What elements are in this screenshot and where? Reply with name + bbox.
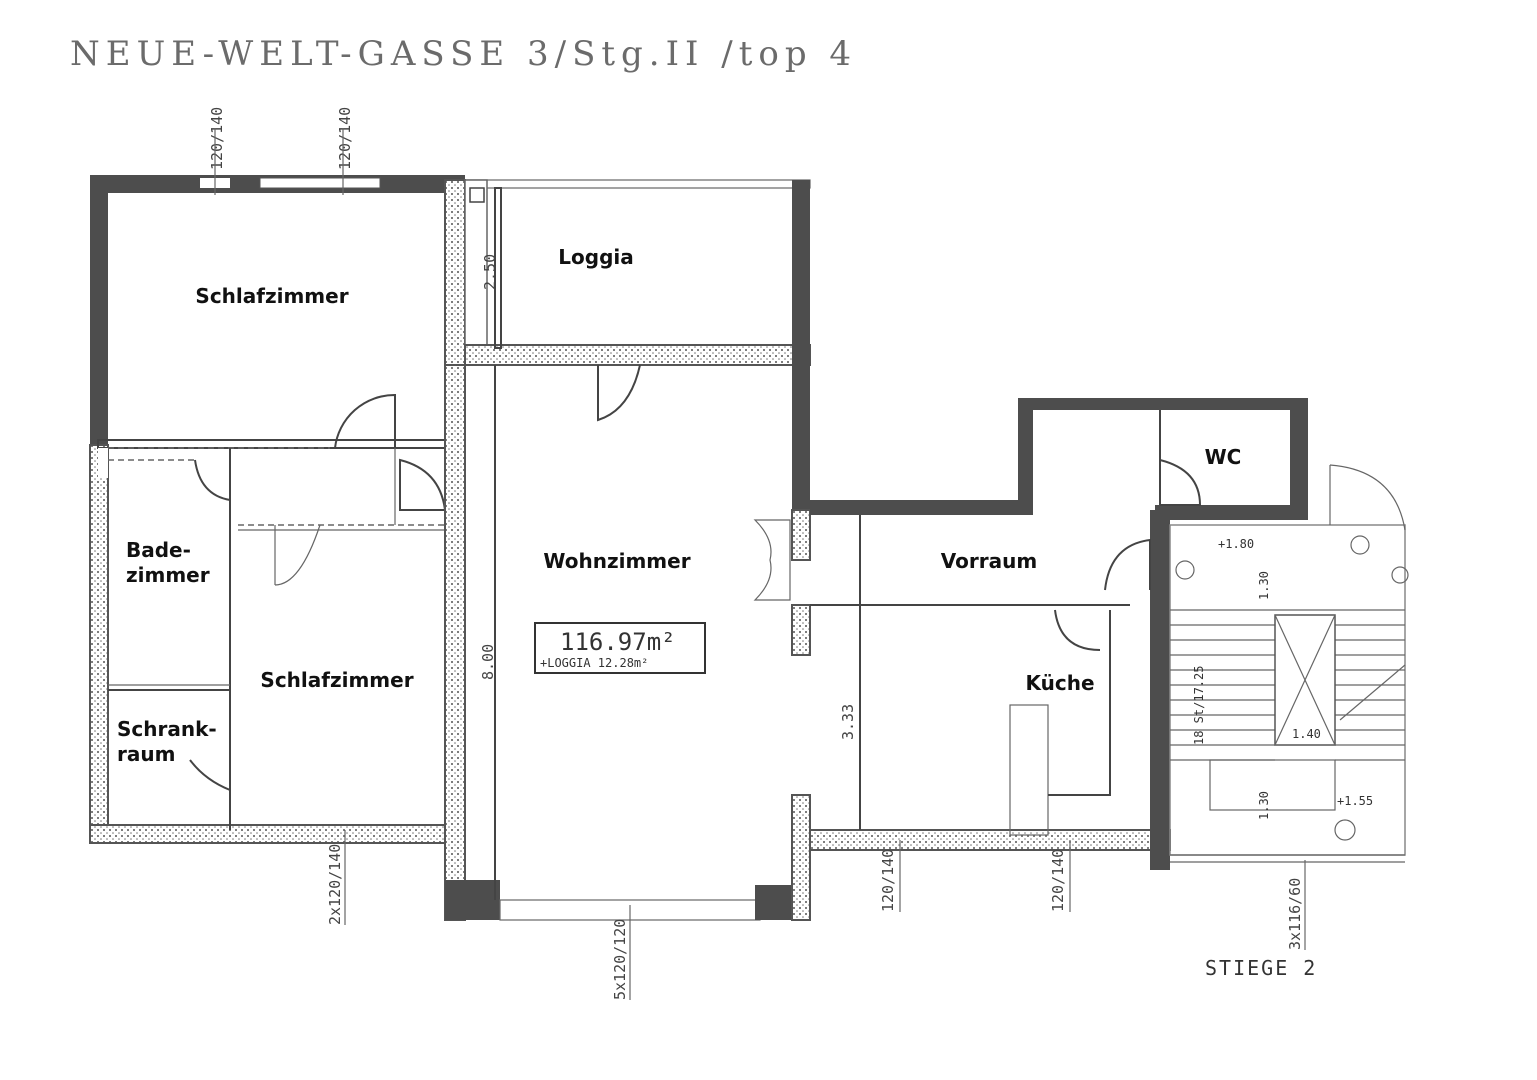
dim-wohn-depth: 8.00	[479, 644, 497, 680]
living-walls	[444, 364, 811, 921]
dim-top-window-1: 120/140	[208, 107, 226, 170]
dim-kueche-width: 3.33	[839, 704, 857, 740]
stair-hall	[1169, 464, 1409, 863]
area-box: 116.97m² +LOGGIA 12.28m²	[534, 622, 706, 674]
room-vorraum: Vorraum	[941, 549, 1037, 573]
right-block-walls	[809, 398, 1308, 870]
stair-130-bottom: 1.30	[1257, 791, 1271, 820]
room-schlafzimmer-1: Schlafzimmer	[195, 284, 348, 308]
stair-140: 1.40	[1292, 727, 1321, 741]
left-doors	[189, 393, 447, 792]
loggia-door	[597, 364, 641, 422]
stair-label: STIEGE 2	[1205, 956, 1317, 980]
stair-level-top: +1.80	[1218, 537, 1254, 551]
room-loggia: Loggia	[558, 245, 633, 269]
dim-stair-window: 3x116/60	[1286, 878, 1304, 950]
room-wohnzimmer: Wohnzimmer	[543, 549, 690, 573]
stair-130-top: 1.30	[1257, 571, 1271, 600]
dim-top-window-2: 120/140	[336, 107, 354, 170]
plan-title: NEUE-WELT-GASSE 3/Stg.II /top 4	[70, 34, 857, 74]
dim-bottom-window-r1: 120/140	[879, 849, 897, 912]
dim-bottom-window-r2: 120/140	[1049, 849, 1067, 912]
loggia-walls	[464, 179, 811, 515]
dim-loggia-depth: 2.50	[481, 254, 499, 290]
right-doors	[1054, 459, 1202, 651]
dim-bottom-window-mid: 5x120/120	[611, 919, 629, 1000]
left-interior-lines	[108, 447, 445, 830]
room-kueche: Küche	[1025, 671, 1094, 695]
stair-steps: 18 St/17.25	[1192, 666, 1206, 745]
room-schlafzimmer-2: Schlafzimmer	[260, 668, 413, 692]
area-loggia: +LOGGIA 12.28m²	[540, 656, 648, 670]
room-badezimmer-line2: zimmer	[126, 563, 210, 587]
dim-bottom-window-left: 2x120/140	[326, 844, 344, 925]
room-badezimmer-line1: Bade-	[126, 538, 191, 562]
room-schrankraum-line1: Schrank-	[117, 717, 217, 741]
area-total: 116.97m²	[560, 628, 676, 656]
room-wc: WC	[1205, 445, 1242, 469]
stair-level-bottom: +1.55	[1337, 794, 1373, 808]
room-schrankraum-line2: raum	[117, 742, 175, 766]
